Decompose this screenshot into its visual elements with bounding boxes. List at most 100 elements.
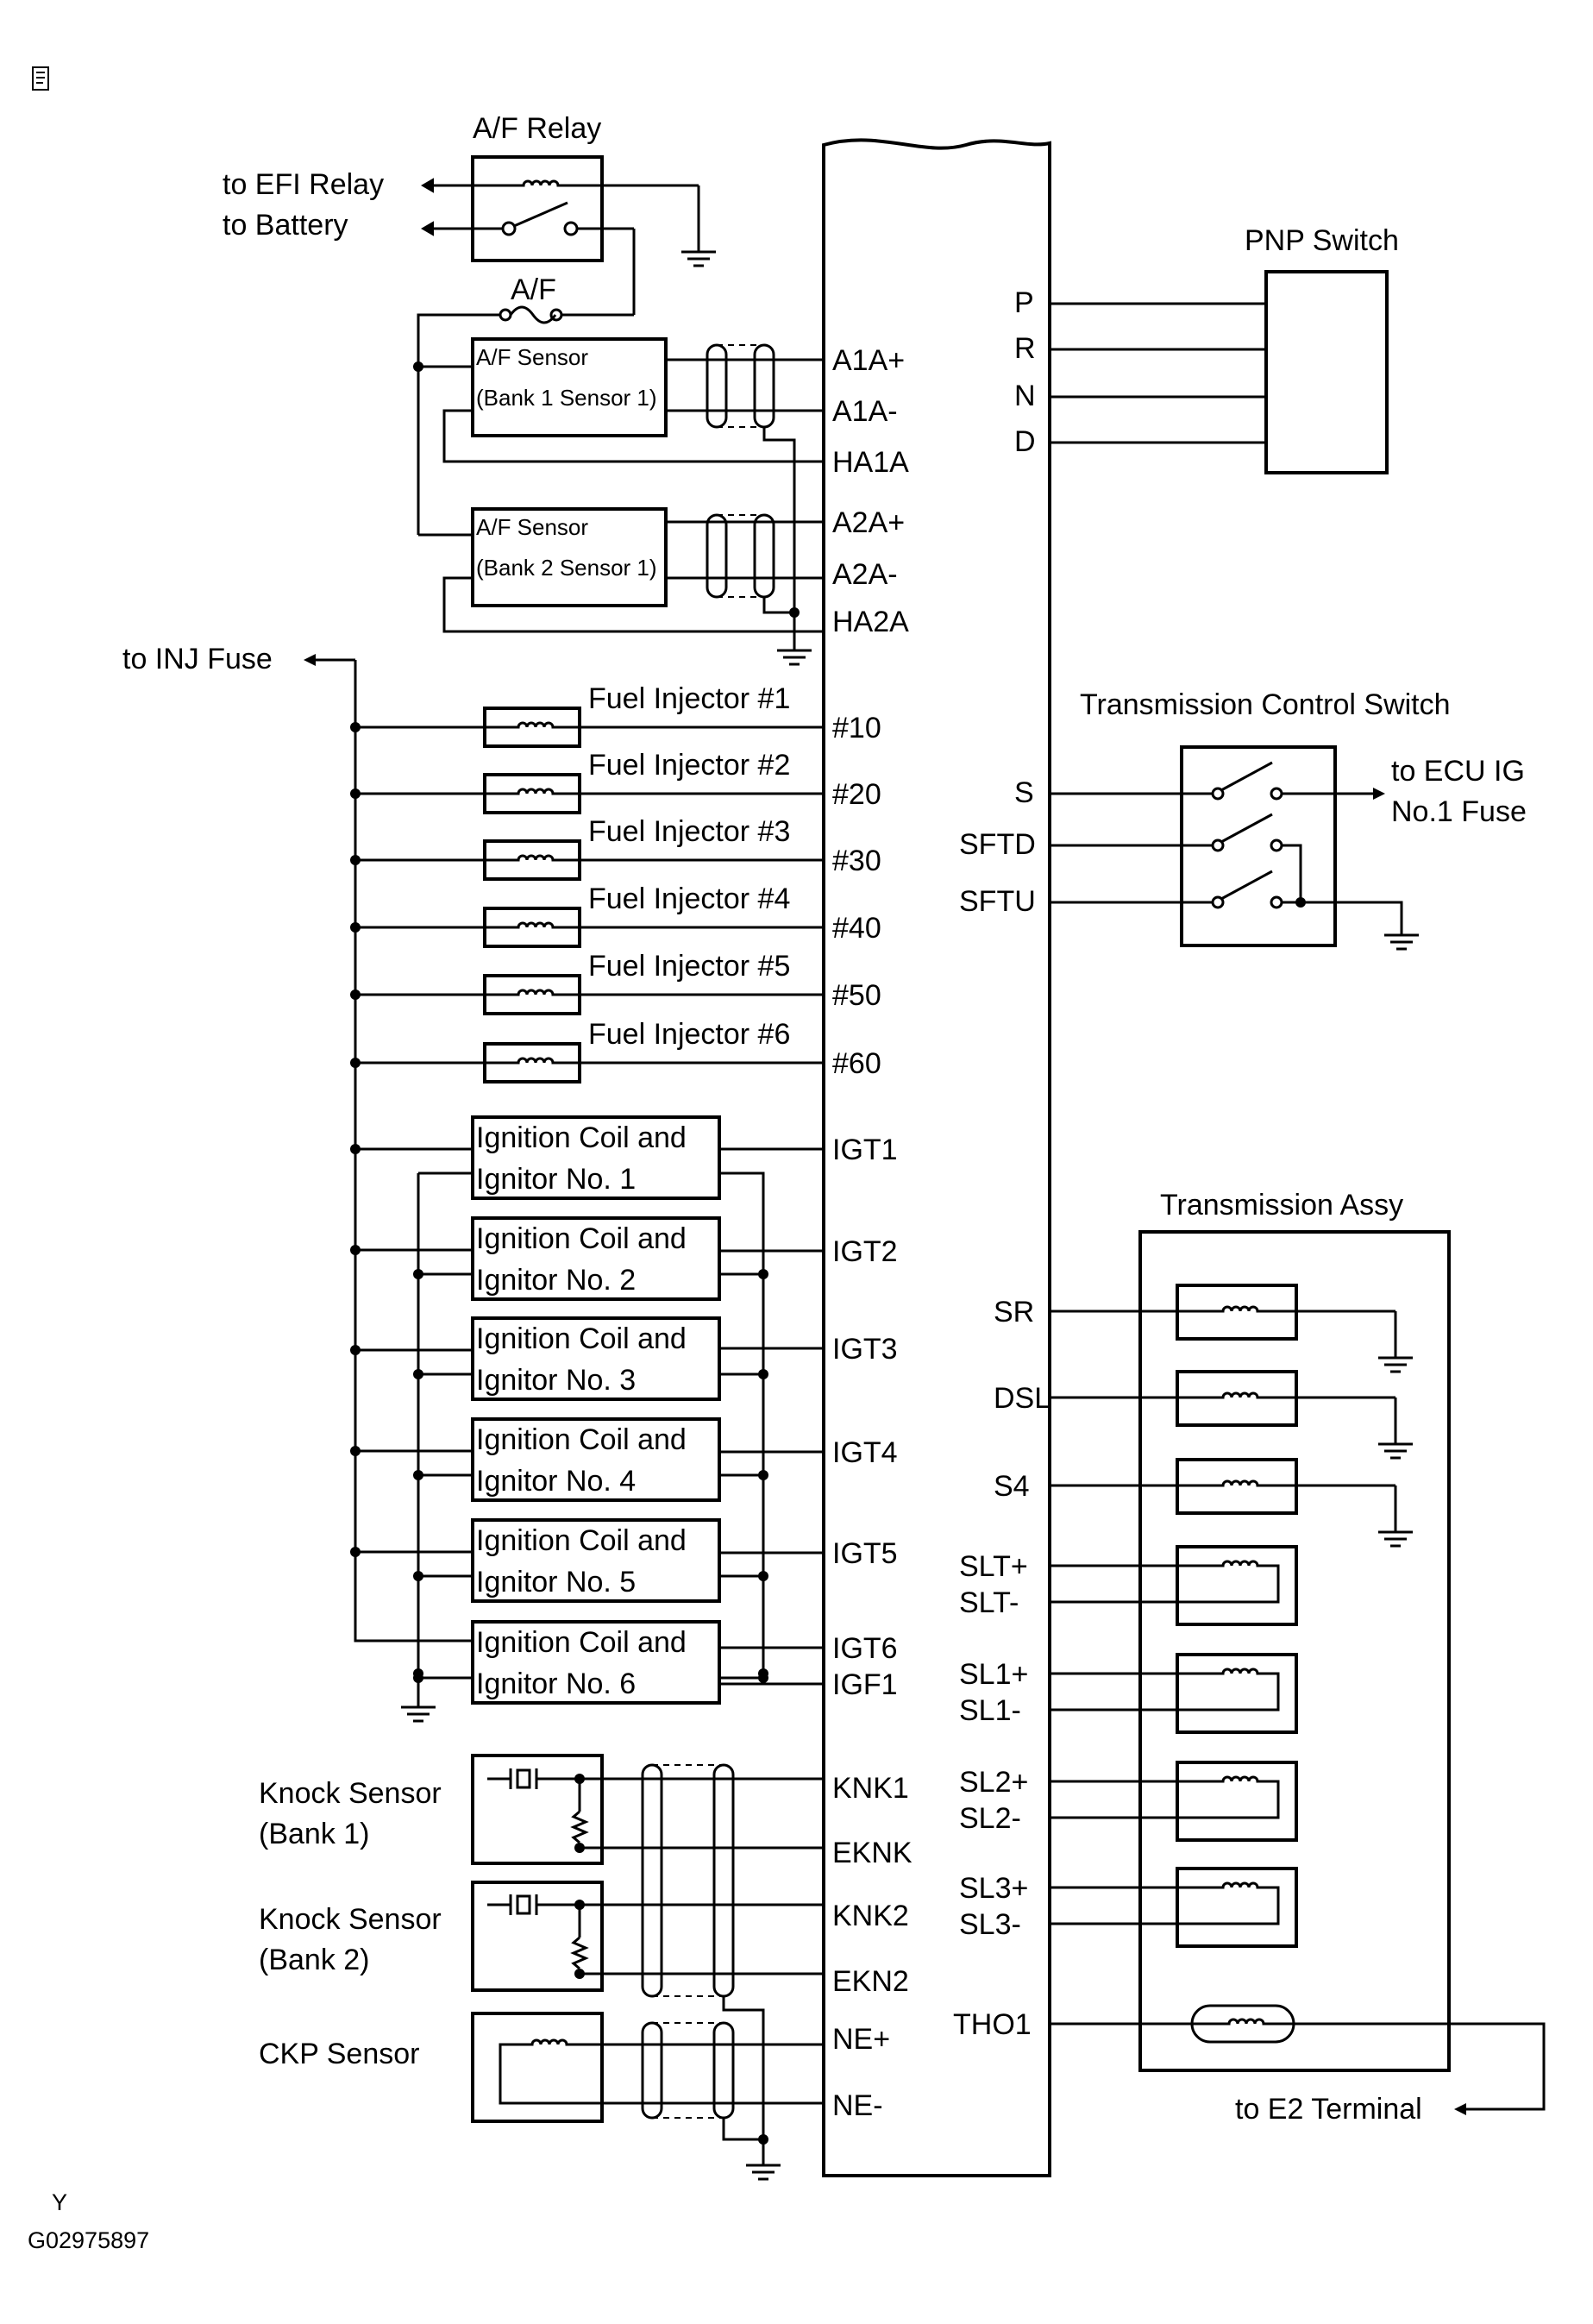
transmission-pin-label: SL1- (959, 1694, 1021, 1727)
ignition-coil-line1: Ignition Coil and (476, 1423, 687, 1456)
transmission-solenoid: SL2+SL2- (959, 1761, 1298, 1842)
fuel-injector: Fuel Injector #6 (350, 1018, 824, 1083)
transmission-solenoid: SR (994, 1284, 1414, 1373)
ecm-pin-label: IGF1 (832, 1668, 898, 1701)
pnp-switch-title: PNP Switch (1245, 224, 1399, 257)
transmission-pin-label: SL2+ (959, 1766, 1028, 1799)
ecm-pin-label: #60 (832, 1047, 881, 1080)
fuel-injector: Fuel Injector #2 (350, 749, 824, 814)
to-battery-label: to Battery (223, 209, 348, 242)
knock-sensor-bank1 (471, 1754, 824, 1865)
ecm-pin-label: #50 (832, 979, 881, 1012)
ecm-pin-label: #40 (832, 912, 881, 945)
knock-shield (641, 1763, 765, 2139)
ignition-coil-line2: Ignitor No. 1 (476, 1163, 636, 1196)
transmission-assy-title: Transmission Assy (1160, 1189, 1403, 1222)
pnp-switch (1050, 270, 1389, 474)
no1-fuse-label: No.1 Fuse (1391, 795, 1527, 828)
ecm-pin-label: IGT6 (832, 1632, 898, 1665)
transmission-solenoid: SL1+SL1- (959, 1653, 1298, 1734)
transmission-pin-label: S4 (994, 1470, 1030, 1503)
ckp-sensor-label: CKP Sensor (259, 2038, 419, 2070)
ecm-left-pins: A1A+ A1A- HA1A A2A+ A2A- HA2A #10 #20 #30 #40 #50 #… (832, 344, 913, 2122)
ignition-bus (399, 1171, 765, 1723)
ecm-pin-label: A2A- (832, 558, 898, 591)
tho1-sensor (1050, 2004, 1546, 2115)
af-fuse-label: A/F (511, 273, 556, 306)
ecm-pin-label: A2A+ (832, 506, 905, 539)
ignition-coil-line1: Ignition Coil and (476, 1626, 687, 1659)
transmission-pin-label: SL3- (959, 1908, 1021, 1941)
af-fuse (417, 305, 634, 367)
to-ecu-ig-label: to ECU IG (1391, 755, 1525, 788)
transmission-control-switch (1050, 745, 1421, 951)
transmission-pin-label: SL2- (959, 1802, 1021, 1835)
af-sensor2-line1: A/F Sensor (476, 514, 588, 540)
ecm-right-pins: THO1 (953, 2008, 1032, 2041)
ignition-coil-line1: Ignition Coil and (476, 1524, 687, 1557)
ecm-pin-label: KNK1 (832, 1772, 909, 1805)
knock-sensor2-line1: Knock Sensor (259, 1903, 442, 1936)
fuel-injector: Fuel Injector #4 (350, 882, 824, 948)
ckp-sensor (471, 2012, 824, 2181)
ecm-pin-label: IGT4 (832, 1436, 898, 1469)
tcs-pin-s: S (1014, 776, 1034, 809)
transmission-pin-label: DSL (994, 1382, 1051, 1415)
ignition-coil-line1: Ignition Coil and (476, 1121, 687, 1154)
tcs-title: Transmission Control Switch (1080, 688, 1451, 721)
fuel-injector: Fuel Injector #1 (350, 682, 824, 748)
fuel-injector: Fuel Injector #5 (350, 950, 824, 1015)
tcs-pin-sftu: SFTU (959, 885, 1036, 918)
pnp-pin-n: N (1014, 380, 1036, 412)
knock-sensor1-line2: (Bank 1) (259, 1818, 370, 1850)
document-icon (32, 66, 49, 91)
ignition-coil-line2: Ignitor No. 6 (476, 1668, 636, 1700)
to-e2-terminal-label: to E2 Terminal (1235, 2093, 1422, 2126)
ignition-coil-line2: Ignitor No. 4 (476, 1465, 636, 1498)
knock-sensor1-line1: Knock Sensor (259, 1777, 442, 1810)
injector-group: Fuel Injector #1 Fuel Injector #2 Fuel Inj… (350, 682, 824, 1083)
transmission-solenoid: S4 (994, 1458, 1414, 1548)
ecm-pin-label: HA1A (832, 446, 909, 479)
ignition-coil-line1: Ignition Coil and (476, 1322, 687, 1355)
af-sensor1-line2: (Bank 1 Sensor 1) (476, 385, 657, 411)
ecm-pin-label: IGT5 (832, 1537, 898, 1570)
ignition-coil-line2: Ignitor No. 2 (476, 1264, 636, 1297)
tcs-pin-sftd: SFTD (959, 828, 1036, 861)
fuel-injector-label: Fuel Injector #2 (588, 749, 790, 782)
fuel-injector-label: Fuel Injector #4 (588, 882, 790, 915)
transmission-solenoid: DSL (994, 1370, 1414, 1460)
fuel-injector-label: Fuel Injector #1 (588, 682, 790, 715)
af-relay-title: A/F Relay (473, 112, 601, 145)
transmission-pin-label: SLT+ (959, 1550, 1028, 1583)
to-inj-fuse-label: to INJ Fuse (122, 643, 273, 675)
transmission-pin-label: SL1+ (959, 1658, 1028, 1691)
transmission-pin-label: SR (994, 1296, 1034, 1328)
ecm-pin-label: EKN2 (832, 1965, 909, 1998)
ecm-pin-label: #10 (832, 712, 881, 744)
ecm-pin-label: A1A- (832, 395, 898, 428)
ignition-coil-line2: Ignitor No. 3 (476, 1364, 636, 1397)
af-sensor-bank1 (413, 337, 824, 612)
ecm-pin-label: #30 (832, 845, 881, 877)
transmission-pin-label: SL3+ (959, 1872, 1028, 1905)
transmission-solenoid: SL3+SL3- (959, 1867, 1298, 1948)
ecm-pin-label: HA2A (832, 606, 909, 638)
af-sensor2-line2: (Bank 2 Sensor 1) (476, 555, 657, 581)
ecm-pin-label: A1A+ (832, 344, 905, 377)
af-sensor-bank2 (418, 507, 824, 666)
code-letter: Y (52, 2189, 67, 2215)
pnp-pin-d: D (1014, 425, 1036, 458)
ecm-pin-label: #20 (832, 778, 881, 811)
af-relay (421, 155, 718, 315)
transmission-pin-label: THO1 (953, 2008, 1032, 2041)
ecm-pin-label: NE- (832, 2089, 883, 2122)
